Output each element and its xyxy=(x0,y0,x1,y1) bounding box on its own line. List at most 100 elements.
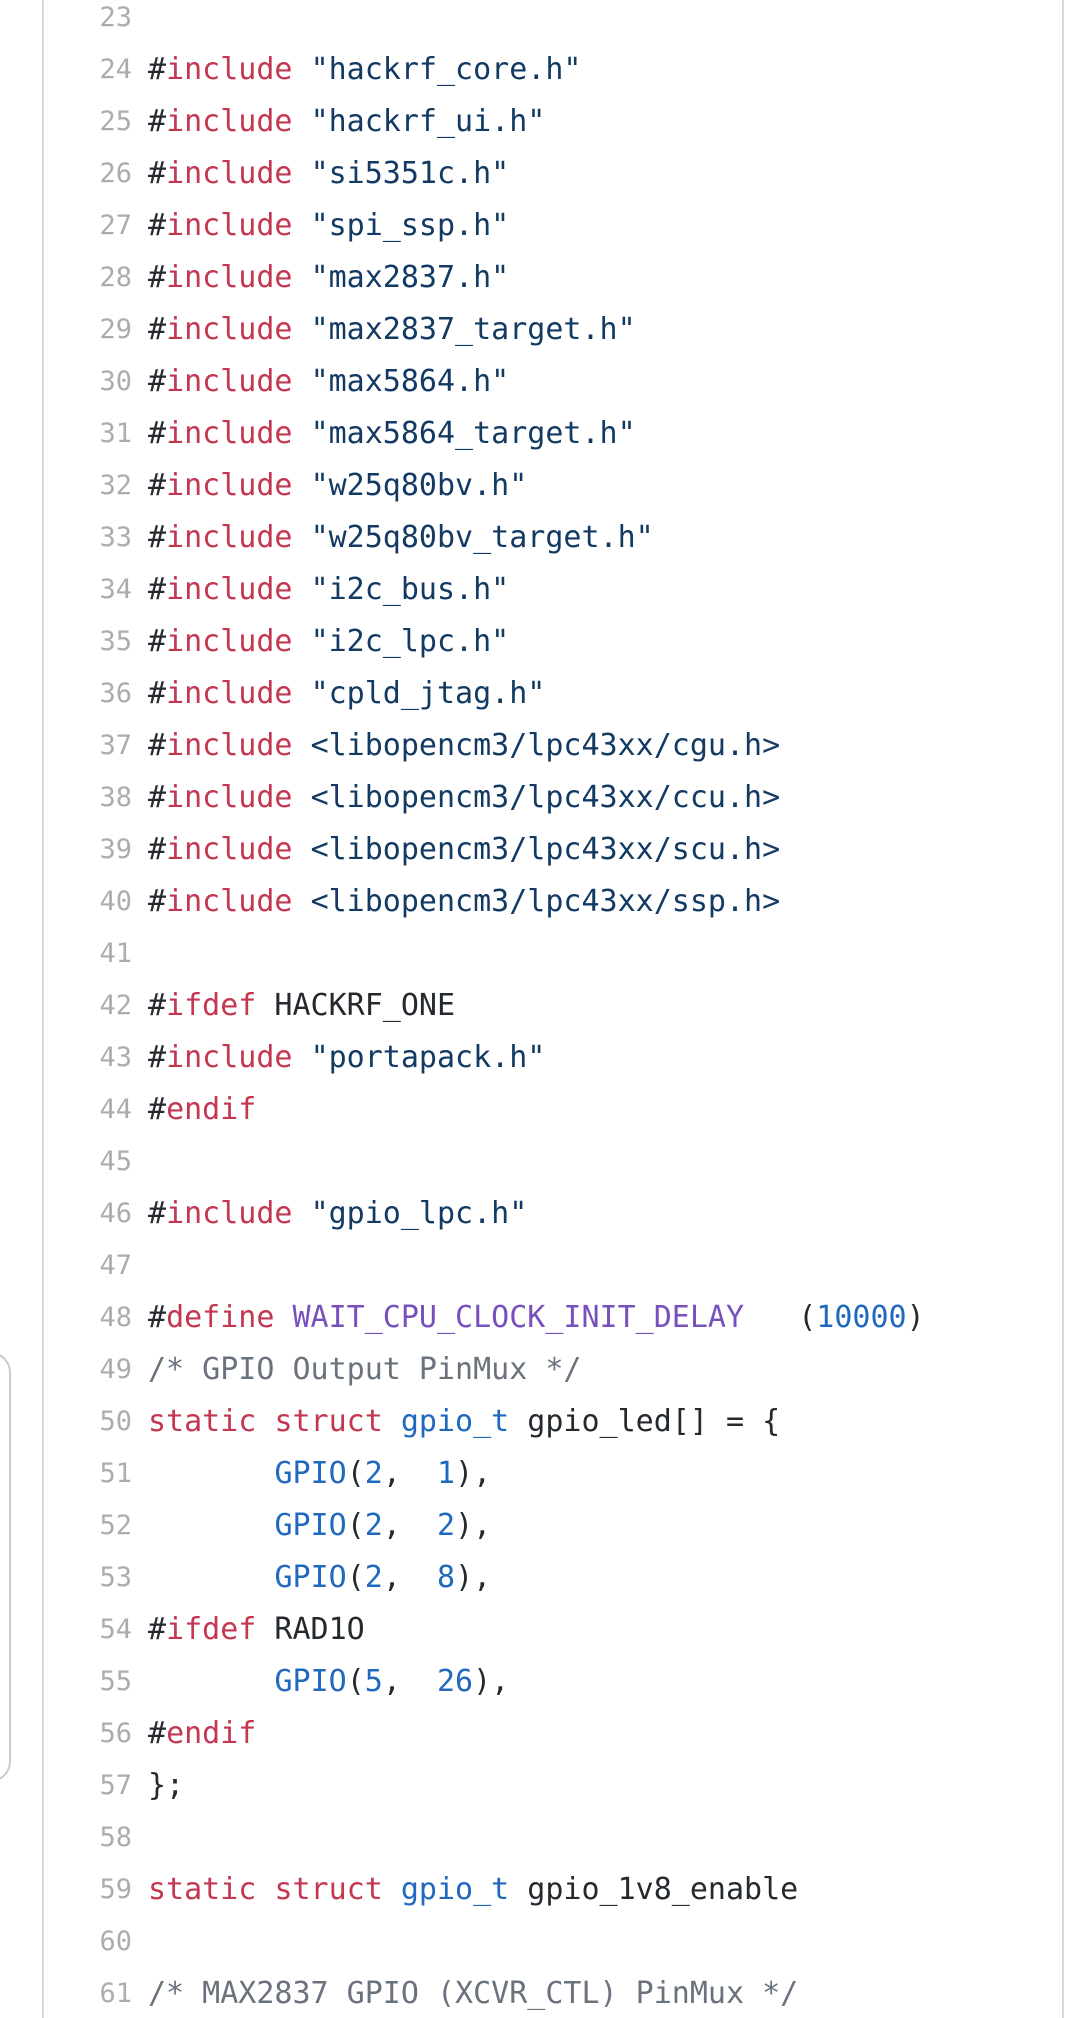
code-token-kw: include xyxy=(166,624,293,659)
line-number[interactable]: 31 xyxy=(99,418,132,449)
code-token-pln: ), xyxy=(455,1456,492,1491)
code-token-kw: include xyxy=(166,468,293,503)
code-line: 55 GPIO(5, 26), xyxy=(44,1656,1062,1708)
line-number[interactable]: 49 xyxy=(99,1354,132,1385)
code-token-pln: # xyxy=(148,364,167,399)
line-number[interactable]: 26 xyxy=(99,158,132,189)
code-token-str: "hackrf_ui.h" xyxy=(310,104,546,139)
code-token-pln xyxy=(293,780,311,815)
line-number[interactable]: 35 xyxy=(99,626,132,657)
code-token-pln: # xyxy=(148,1196,167,1231)
code-line: 43#include "portapack.h" xyxy=(44,1032,1062,1084)
line-number[interactable]: 54 xyxy=(99,1614,132,1645)
code-token-pln xyxy=(383,1404,401,1439)
code-token-pln xyxy=(256,1404,274,1439)
code-token-kw: static xyxy=(148,1872,257,1907)
code-text: #include "si5351c.h" xyxy=(132,148,509,200)
code-text: }; xyxy=(132,1760,184,1812)
line-number[interactable]: 57 xyxy=(99,1770,132,1801)
code-line: 53 GPIO(2, 8), xyxy=(44,1552,1062,1604)
line-number[interactable]: 33 xyxy=(99,522,132,553)
code-text: #include "portapack.h" xyxy=(132,1032,545,1084)
line-number[interactable]: 28 xyxy=(99,262,132,293)
code-text: #include "gpio_lpc.h" xyxy=(132,1188,527,1240)
code-text: #include <libopencm3/lpc43xx/cgu.h> xyxy=(132,720,780,772)
line-number[interactable]: 36 xyxy=(99,678,132,709)
code-token-blu: gpio_t xyxy=(400,1872,510,1907)
line-number[interactable]: 42 xyxy=(99,990,132,1021)
code-token-pln: gpio_led[] = { xyxy=(509,1404,781,1439)
line-number[interactable]: 47 xyxy=(99,1250,132,1281)
line-number[interactable]: 58 xyxy=(99,1822,132,1853)
code-token-blu: GPIO xyxy=(274,1508,347,1543)
code-token-pln: ( xyxy=(346,1560,365,1595)
code-token-str: "max2837.h" xyxy=(310,260,510,295)
line-number[interactable]: 51 xyxy=(99,1458,132,1489)
line-number[interactable]: 43 xyxy=(99,1042,132,1073)
code-line: 32#include "w25q80bv.h" xyxy=(44,460,1062,512)
code-token-pln xyxy=(274,1300,292,1335)
code-token-pln: # xyxy=(148,832,167,867)
code-token-str: "si5351c.h" xyxy=(310,156,510,191)
code-line: 37#include <libopencm3/lpc43xx/cgu.h> xyxy=(44,720,1062,772)
code-token-pln: # xyxy=(148,624,167,659)
line-number[interactable]: 39 xyxy=(99,834,132,865)
code-token-pln: # xyxy=(148,208,167,243)
code-text: GPIO(2, 2), xyxy=(132,1500,491,1552)
line-number[interactable]: 25 xyxy=(99,106,132,137)
code-token-blu: 2 xyxy=(437,1508,456,1543)
code-line: 26#include "si5351c.h" xyxy=(44,148,1062,200)
line-number[interactable]: 50 xyxy=(99,1406,132,1437)
line-number[interactable]: 40 xyxy=(99,886,132,917)
code-line: 49/* GPIO Output PinMux */ xyxy=(44,1344,1062,1396)
code-text: #include "cpld_jtag.h" xyxy=(132,668,545,720)
code-token-pln: ), xyxy=(473,1664,510,1699)
line-number[interactable]: 30 xyxy=(99,366,132,397)
code-text: #include "max5864_target.h" xyxy=(132,408,636,460)
line-number[interactable]: 46 xyxy=(99,1198,132,1229)
line-number[interactable]: 27 xyxy=(99,210,132,241)
line-number[interactable]: 32 xyxy=(99,470,132,501)
code-text: GPIO(2, 8), xyxy=(132,1552,491,1604)
code-line: 61/* MAX2837 GPIO (XCVR_CTL) PinMux */ xyxy=(44,1968,1062,2018)
code-line: 24#include "hackrf_core.h" xyxy=(44,44,1062,96)
line-number[interactable]: 34 xyxy=(99,574,132,605)
line-number[interactable]: 52 xyxy=(99,1510,132,1541)
code-token-pln xyxy=(293,468,311,503)
code-token-pln: ), xyxy=(455,1508,492,1543)
line-number[interactable]: 41 xyxy=(99,938,132,969)
code-text: #define WAIT_CPU_CLOCK_INIT_DELAY (10000… xyxy=(132,1292,925,1344)
line-number[interactable]: 55 xyxy=(99,1666,132,1697)
line-number[interactable]: 60 xyxy=(99,1926,132,1957)
code-token-blu: gpio_t xyxy=(400,1404,510,1439)
line-number[interactable]: 37 xyxy=(99,730,132,761)
line-number[interactable]: 38 xyxy=(99,782,132,813)
partial-scroll-handle[interactable] xyxy=(0,1352,11,1782)
line-number[interactable]: 53 xyxy=(99,1562,132,1593)
code-token-str: <libopencm3/lpc43xx/ssp.h> xyxy=(310,884,781,919)
line-number[interactable]: 23 xyxy=(99,2,132,33)
line-number[interactable]: 48 xyxy=(99,1302,132,1333)
code-token-pln xyxy=(293,156,311,191)
code-token-pln xyxy=(293,520,311,555)
line-number[interactable]: 44 xyxy=(99,1094,132,1125)
code-text: /* GPIO Output PinMux */ xyxy=(132,1344,581,1396)
line-number[interactable]: 29 xyxy=(99,314,132,345)
code-token-pln: # xyxy=(148,780,167,815)
line-number[interactable]: 59 xyxy=(99,1874,132,1905)
code-text: #include "max5864.h" xyxy=(132,356,509,408)
code-token-pln xyxy=(293,728,311,763)
code-text: #include <libopencm3/lpc43xx/ccu.h> xyxy=(132,772,780,824)
code-token-str: "portapack.h" xyxy=(310,1040,546,1075)
line-number[interactable]: 56 xyxy=(99,1718,132,1749)
code-line: 45 xyxy=(44,1136,1062,1188)
code-token-kw: define xyxy=(166,1300,275,1335)
line-number[interactable]: 61 xyxy=(99,1978,132,2009)
code-line: 29#include "max2837_target.h" xyxy=(44,304,1062,356)
line-number[interactable]: 45 xyxy=(99,1146,132,1177)
line-number[interactable]: 24 xyxy=(99,54,132,85)
code-text: static struct gpio_t gpio_1v8_enable xyxy=(132,1864,798,1916)
code-line: 36#include "cpld_jtag.h" xyxy=(44,668,1062,720)
